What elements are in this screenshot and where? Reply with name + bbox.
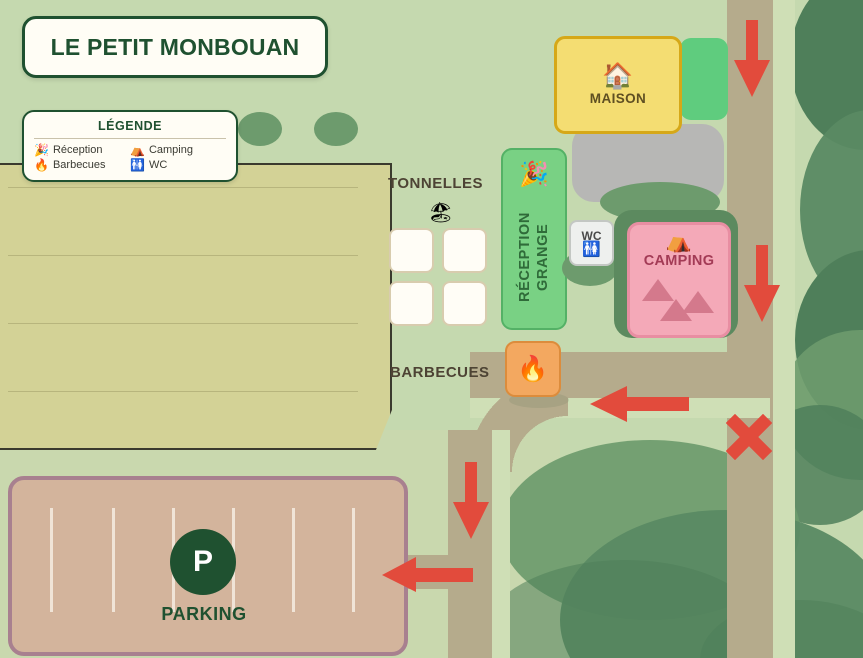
tonnelles-label: TONNELLES — [388, 175, 484, 192]
legend-title: LÉGENDE — [34, 119, 226, 139]
arrow-east-road-south — [743, 245, 781, 323]
tent-icon: ⛺ — [130, 143, 145, 157]
parking-line — [50, 508, 53, 612]
legend-items: 🎉 Réception ⛺ Camping 🔥 Barbecues 🚻 WC — [34, 144, 226, 171]
legend-item-barbecues: 🔥 Barbecues — [34, 159, 130, 171]
tent-shape — [642, 279, 674, 301]
field-area — [0, 163, 392, 450]
building-reception-grange[interactable]: 🎉 RÉCEPTION GRANGE — [501, 148, 567, 330]
arrow-to-barbecues — [590, 385, 690, 423]
tonnelle-cell[interactable] — [442, 228, 487, 273]
lawn-patch — [680, 38, 728, 120]
building-reception-label: RÉCEPTION GRANGE — [516, 212, 551, 302]
parking-line — [352, 508, 355, 612]
facility-wc-label: WC — [581, 228, 602, 243]
legend-item-label: Réception — [52, 144, 103, 156]
legend-item-label: WC — [148, 159, 168, 171]
parasol-icon: 🏖 — [428, 202, 454, 224]
restroom-icon: 🚻 — [130, 158, 145, 172]
party-popper-icon: 🎉 — [34, 143, 49, 157]
parking-symbol: P — [192, 545, 213, 578]
house-icon: 🏠 — [602, 62, 634, 90]
legend-panel: LÉGENDE 🎉 Réception ⛺ Camping 🔥 Barbecue… — [22, 110, 238, 182]
bush — [238, 112, 282, 146]
legend-item-wc: 🚻 WC — [130, 159, 226, 171]
arrow-to-parking — [382, 557, 474, 593]
building-maison-label: MAISON — [589, 91, 647, 106]
area-camping[interactable]: ⛺ CAMPING — [627, 222, 731, 338]
tonnelle-cell[interactable] — [442, 281, 487, 326]
barbecues-label: BARBECUES — [390, 364, 490, 381]
fire-icon: 🔥 — [517, 354, 549, 383]
tonnelle-cell[interactable] — [389, 281, 434, 326]
arrow-west-road-south — [452, 462, 490, 540]
area-camping-label: CAMPING — [643, 253, 715, 269]
party-popper-icon: 🎉 — [519, 161, 549, 188]
tent-shape — [660, 299, 692, 321]
tonnelle-cell[interactable] — [389, 228, 434, 273]
map-title-card: LE PETIT MONBOUAN — [22, 16, 328, 78]
restroom-icon: 🚻 — [582, 240, 601, 258]
fire-icon: 🔥 — [34, 158, 49, 172]
arrow-north-entrance — [733, 20, 771, 98]
road-blocked-marker — [725, 413, 773, 465]
road-verge-vertical — [773, 0, 795, 658]
legend-item-label: Barbecues — [52, 159, 106, 171]
page-title: LE PETIT MONBOUAN — [50, 33, 300, 60]
parking-symbol-badge: P — [170, 529, 236, 595]
area-parking-label: PARKING — [161, 604, 247, 624]
legend-item-reception: 🎉 Réception — [34, 144, 130, 156]
building-reception-label-wrap: RÉCEPTION GRANGE — [503, 192, 565, 322]
legend-item-label: Camping — [148, 144, 193, 156]
parking-line — [112, 508, 115, 612]
building-maison[interactable]: 🏠 MAISON — [554, 36, 682, 134]
legend-item-camping: ⛺ Camping — [130, 144, 226, 156]
facility-barbecues[interactable]: 🔥 — [505, 341, 561, 397]
facility-wc[interactable]: WC 🚻 — [569, 220, 614, 266]
bush — [314, 112, 358, 146]
parking-line — [292, 508, 295, 612]
tent-icon: ⛺ — [665, 230, 693, 253]
road-verge-west — [492, 430, 510, 658]
